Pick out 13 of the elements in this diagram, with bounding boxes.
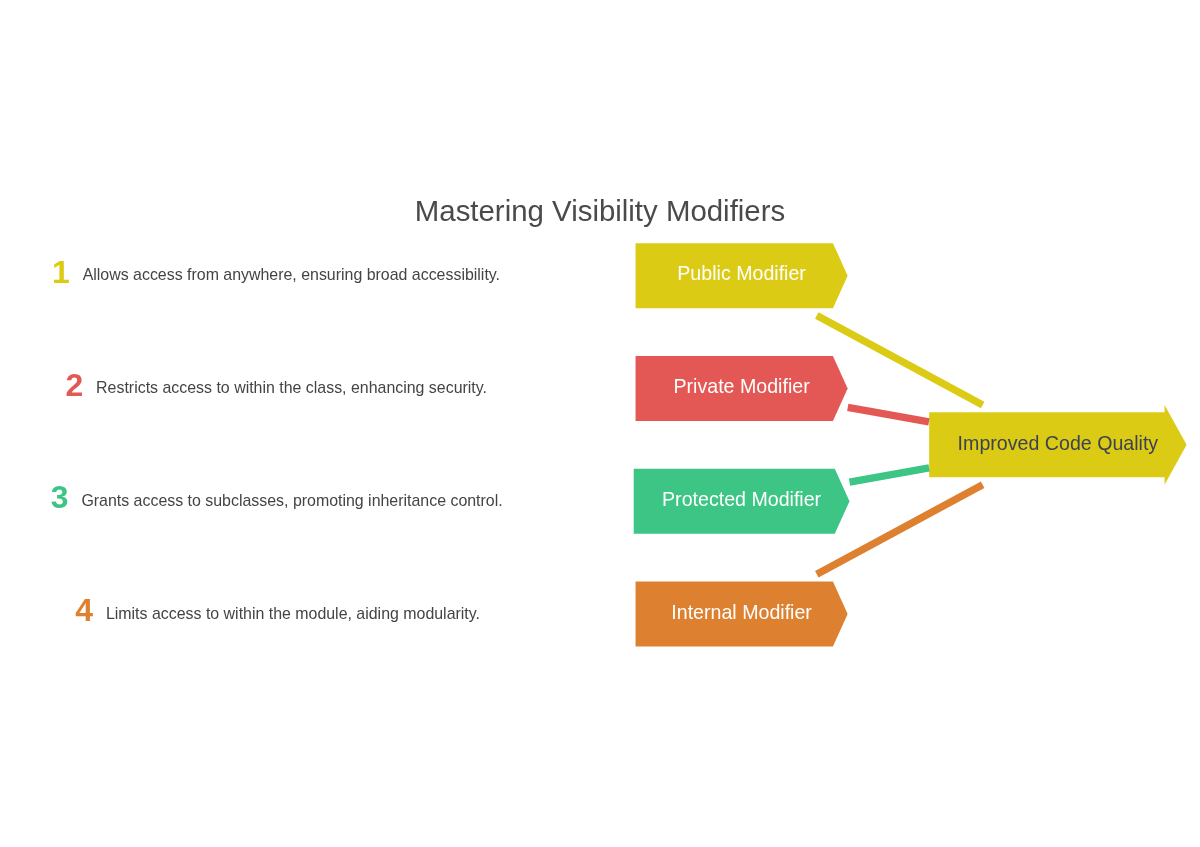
node-label: 4 (75, 591, 93, 628)
connector (848, 463, 930, 486)
connector (847, 403, 930, 425)
connector (815, 481, 985, 577)
node-label: Grants access to subclasses, promoting inheritance control. (81, 491, 503, 509)
node-label: 1 (51, 253, 70, 290)
node-label: 2 (65, 366, 84, 403)
node-label: Restricts access to within the class, enhancing security. (96, 378, 487, 396)
connector (815, 311, 985, 408)
node-label: Limits access to within the module, aiding modularity. (105, 604, 480, 622)
node-label: Allows access from anywhere, ensuring broad accessibility. (82, 265, 501, 283)
diagram-title: Mastering Visibility Modifiers (414, 193, 786, 227)
node-label: 3 (50, 478, 69, 515)
